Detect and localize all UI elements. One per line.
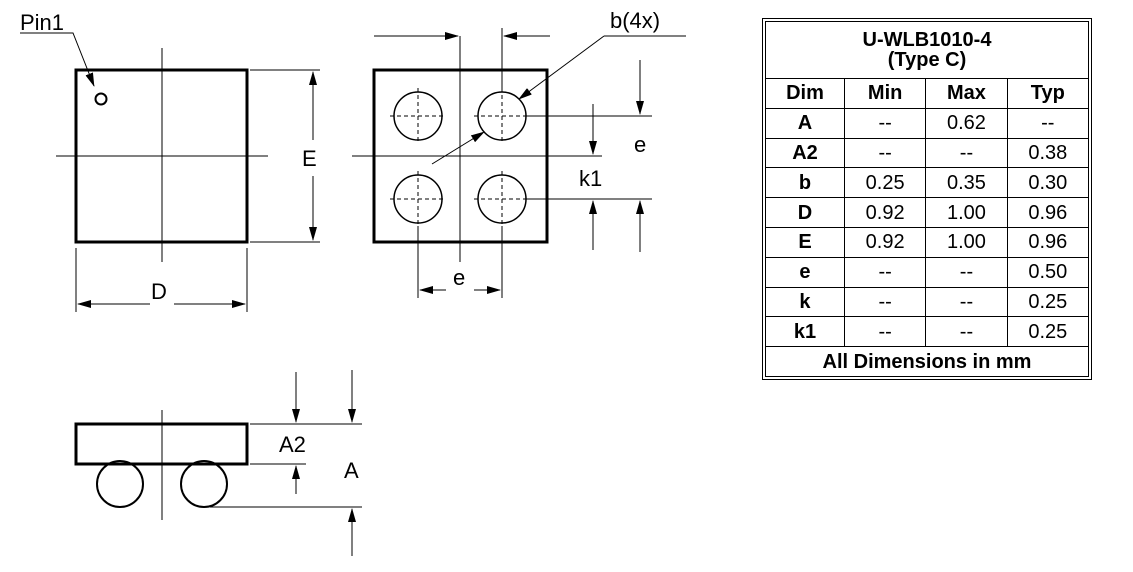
pin1-label: Pin1	[20, 10, 64, 35]
typ-cell: 0.50	[1006, 256, 1090, 288]
dim-cell: b	[765, 167, 845, 199]
max-cell: --	[925, 286, 1008, 318]
table-row: A -- 0.62 --	[765, 107, 1090, 139]
solder-ball	[474, 88, 530, 144]
table-row: D 0.92 1.00 0.96	[765, 197, 1090, 228]
dim-e-right-label: e	[634, 132, 646, 157]
table-header-row: Dim Min Max Typ	[765, 78, 1090, 109]
col-header-typ: Typ	[1006, 78, 1090, 109]
table-row: k1 -- -- 0.25	[765, 316, 1090, 348]
max-cell: --	[925, 316, 1008, 348]
typ-cell: 0.25	[1006, 286, 1090, 318]
top-view: Pin1 E D	[20, 10, 320, 312]
min-cell: --	[843, 256, 927, 288]
dim-cell: E	[765, 226, 845, 258]
bottom-view: b(4x) e k1 e	[352, 8, 686, 298]
table-row: E 0.92 1.00 0.96	[765, 226, 1090, 258]
dim-e-bottom-label: e	[453, 265, 465, 290]
typ-cell: 0.38	[1006, 137, 1090, 169]
dim-b-label: b(4x)	[610, 8, 660, 33]
solder-ball	[474, 171, 530, 227]
dim-k1-label: k1	[579, 166, 602, 191]
dim-A-label: A	[344, 458, 359, 483]
dim-cell: k	[765, 286, 845, 318]
min-cell: 0.92	[843, 226, 927, 258]
dim-D-label: D	[151, 279, 167, 304]
dim-cell: D	[765, 197, 845, 228]
table-row: k -- -- 0.25	[765, 286, 1090, 318]
max-cell: 1.00	[925, 197, 1008, 228]
min-cell: --	[843, 107, 927, 139]
solder-ball-side	[96, 460, 144, 508]
solder-ball-side	[180, 460, 228, 508]
dim-cell: A	[765, 107, 845, 139]
side-view: A2 A	[74, 370, 362, 556]
max-cell: --	[925, 137, 1008, 169]
max-cell: --	[925, 256, 1008, 288]
dim-cell: e	[765, 256, 845, 288]
min-cell: 0.92	[843, 197, 927, 228]
col-header-dim: Dim	[765, 78, 845, 109]
table-row: A2 -- -- 0.38	[765, 137, 1090, 169]
dim-cell: A2	[765, 137, 845, 169]
min-cell: --	[843, 316, 927, 348]
col-header-max: Max	[925, 78, 1008, 109]
dim-E-label: E	[302, 146, 317, 171]
table-title: U-WLB1010-4 (Type C)	[765, 21, 1089, 79]
table-title-line2: (Type C)	[887, 49, 967, 71]
table-title-line1: U-WLB1010-4	[862, 29, 992, 51]
dim-A2-label: A2	[279, 432, 306, 457]
typ-cell: 0.96	[1006, 226, 1090, 258]
min-cell: --	[843, 137, 927, 169]
typ-cell: 0.30	[1006, 167, 1090, 199]
typ-cell: 0.25	[1006, 316, 1090, 348]
max-cell: 1.00	[925, 226, 1008, 258]
table-footer: All Dimensions in mm	[765, 346, 1089, 377]
dim-cell: k1	[765, 316, 845, 348]
min-cell: 0.25	[843, 167, 927, 199]
pin1-marker	[94, 92, 108, 106]
max-cell: 0.62	[925, 107, 1008, 139]
max-cell: 0.35	[925, 167, 1008, 199]
table-row: b 0.25 0.35 0.30	[765, 167, 1090, 199]
table-row: e -- -- 0.50	[765, 256, 1090, 288]
solder-ball	[390, 171, 446, 227]
col-header-min: Min	[843, 78, 927, 109]
solder-ball	[390, 88, 446, 144]
min-cell: --	[843, 286, 927, 318]
typ-cell: --	[1006, 107, 1090, 139]
typ-cell: 0.96	[1006, 197, 1090, 228]
dimension-table: U-WLB1010-4 (Type C) Dim Min Max Typ A -…	[762, 18, 1092, 380]
